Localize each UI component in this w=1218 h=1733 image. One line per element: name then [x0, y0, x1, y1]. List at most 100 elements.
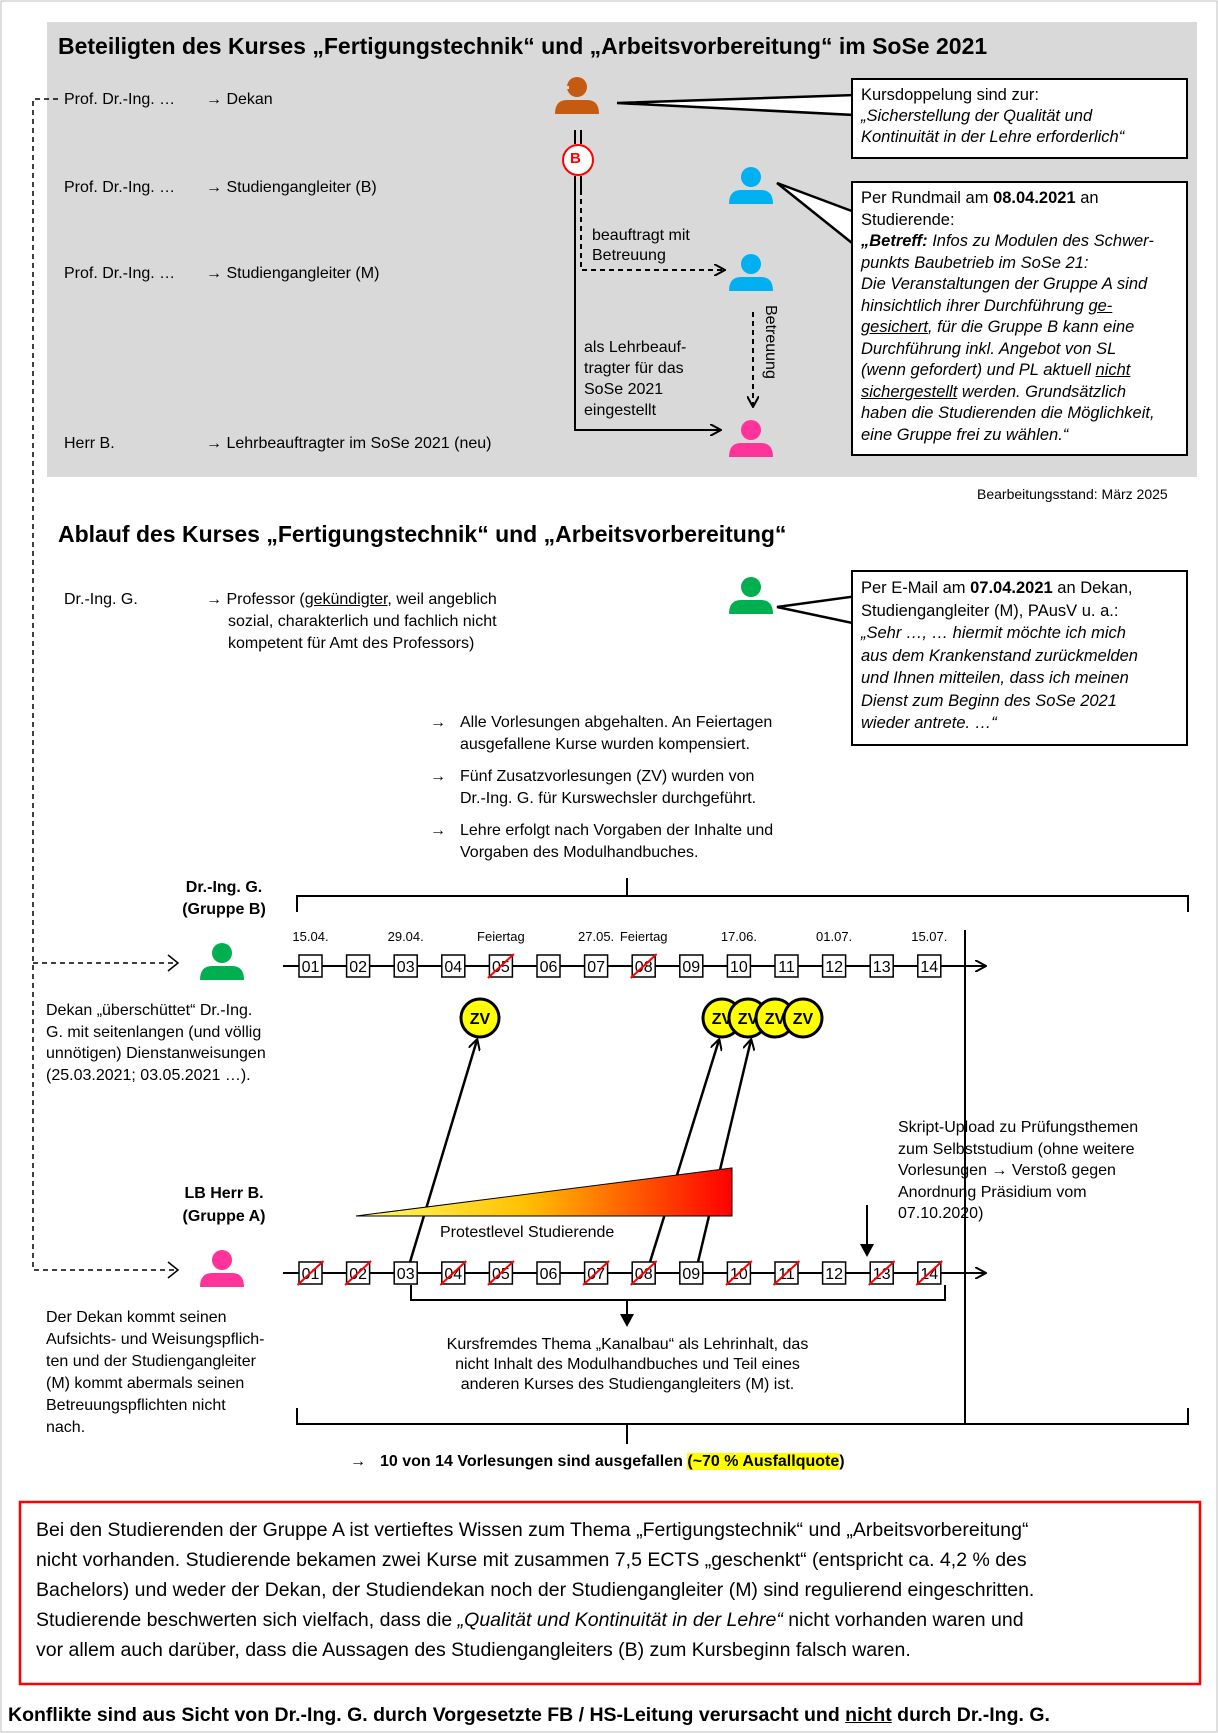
timeline-date: 27.05.: [578, 929, 614, 944]
callout1-quote1: „Sicherstellung der Qualität und: [861, 107, 1093, 125]
groupA-cancel-strike: [772, 1260, 801, 1286]
dekan-note: Dekan „überschüttet“ Dr.-Ing. G. mit sei…: [46, 1002, 266, 1084]
groupB-lecture-08: 08: [630, 953, 658, 979]
groupB-lecture-label: 14: [920, 959, 938, 976]
footer-conclusion: Konflikte sind aus Sicht von Dr.-Ing. G.…: [8, 1704, 1050, 1726]
groupB-lecture-label: 07: [587, 959, 605, 976]
groupA-lecture-label: 07: [587, 1266, 605, 1283]
groupA-label: LB Herr B. (Gruppe A): [182, 1185, 266, 1225]
person-slb-role: → Studiengangleiter (B): [206, 179, 377, 196]
svg-text:ZV: ZV: [712, 1011, 733, 1028]
bullet-item-3: → Lehre erfolgt nach Vorgaben der Inhalt…: [430, 822, 774, 861]
person-dekan-name: Prof. Dr.-Ing. …: [64, 91, 176, 108]
email-date: 07.04.2021: [970, 579, 1053, 597]
conclusion-box: [18, 1500, 1202, 1686]
dashed-arrowhead-B: [167, 954, 180, 972]
groupA-lecture-label: 12: [825, 1266, 843, 1283]
zv-circle: ZV: [782, 997, 824, 1039]
section2-title: Ablauf des Kurses „Fertigungstechnik“ un…: [58, 521, 787, 547]
bullet-item-2: → Fünf Zusatzvorlesungen (ZV) wurden von…: [430, 768, 757, 807]
ausfallquote-highlight: (~70 % Ausfallquote: [687, 1453, 840, 1470]
betreuung-label: Betreuung: [762, 305, 779, 379]
callout-rundmail: Per Rundmail am 08.04.2021 an Studierend…: [851, 181, 1188, 456]
svg-text:ZV: ZV: [793, 1011, 814, 1028]
groupB-lecture-02: 02: [345, 954, 371, 978]
timeline-date: Feiertag: [477, 929, 525, 944]
conclusion-text: Bei den Studierenden der Gruppe A ist ve…: [36, 1519, 1035, 1661]
groupB-person-icon: [200, 943, 244, 980]
drg-person-icon: [729, 577, 773, 614]
groupA-cancel-strike: [630, 1260, 658, 1286]
groupA-lecture-14: 14: [915, 1260, 943, 1286]
groupA-lecture-01: 01: [296, 1260, 325, 1286]
groupB-lecture-label: 04: [444, 959, 462, 976]
kanalbau-brace: [410, 1285, 946, 1301]
groupA-lecture-12: 12: [821, 1261, 847, 1285]
groupB-lecture-10: 10: [726, 954, 752, 978]
groupA-lecture-label: 03: [397, 1266, 415, 1283]
groupA-lecture-label: 02: [349, 1266, 367, 1283]
groupA-lecture-13: 13: [868, 1260, 896, 1286]
svg-text:ZV: ZV: [470, 1011, 491, 1028]
groupA-lecture-label: 13: [873, 1266, 891, 1283]
timeline-date: 15.07.: [911, 929, 947, 944]
groupA-cancel-strike: [915, 1260, 943, 1286]
beauftragt-line1: beauftragt mit: [592, 227, 690, 244]
groupB-lecture-07: 07: [583, 954, 609, 978]
groupB-cancel-strike: [487, 953, 515, 979]
groupB-lecture-09: 09: [679, 954, 704, 978]
groupB-lecture-label: 01: [302, 959, 320, 976]
groupB-lecture-03: 03: [393, 954, 418, 978]
groupB-lecture-label: 08: [635, 959, 653, 976]
timeline-date: Feiertag: [620, 929, 668, 944]
lb-line2: tragter für das: [584, 360, 684, 377]
groupA-lecture-label: 10: [730, 1266, 748, 1283]
callout1-quote2: Kontinuität in der Lehre erforderlich“: [861, 128, 1125, 146]
beauftragt-arrow: [580, 190, 724, 270]
groupA-cancel-strike: [487, 1260, 515, 1286]
groupB-lecture-11: 11: [774, 954, 799, 978]
groupA-person-icon: [200, 1250, 244, 1287]
person-dekan-role: → Dekan: [206, 91, 273, 108]
groupA-cancel-strike: [725, 1260, 753, 1286]
callout3-pointer: [776, 594, 859, 626]
lb-line1: als Lehrbeauf-: [584, 339, 687, 356]
badge-b-label: B: [570, 150, 581, 167]
zv-circle: ZV: [459, 997, 501, 1039]
groupA-lecture-label: 06: [540, 1266, 558, 1283]
groupA-lecture-07: 07: [582, 1260, 610, 1286]
groupA-lecture-09: 09: [679, 1261, 704, 1285]
timeline-date: 01.07.: [816, 929, 852, 944]
groupA-lecture-label: 01: [302, 1266, 320, 1283]
drg-role: → Professor (gekündigter, weil angeblich…: [206, 591, 497, 652]
groupA-lecture-03: 03: [393, 1261, 418, 1285]
groupB-lecture-label: 10: [730, 959, 748, 976]
groupB-lecture-label: 11: [778, 959, 795, 976]
groupA-lecture-05: 05: [487, 1260, 515, 1286]
bearbeitungsstand: Bearbeitungsstand: März 2025: [977, 486, 1168, 502]
groupA-cancel-strike: [868, 1260, 896, 1286]
groupB-label: Dr.-Ing. G. (Gruppe B): [182, 879, 266, 918]
groupB-lecture-label: 12: [825, 959, 843, 976]
zv-arrow-1: [408, 1040, 477, 1263]
beauftragt-line2: Betreuung: [592, 247, 666, 264]
groupA-lecture-04: 04: [439, 1260, 467, 1286]
badge-circle: [562, 144, 594, 176]
groupA-lecture-label: 08: [635, 1266, 653, 1283]
person-herrb-name: Herr B.: [64, 435, 115, 452]
groupA-lecture-02: 02: [344, 1260, 372, 1286]
person-slb-name: Prof. Dr.-Ing. …: [64, 179, 176, 196]
groupB-lecture-14: 14: [917, 954, 942, 978]
groupA-lecture-06: 06: [536, 1261, 561, 1285]
groupA-cancel-strike: [582, 1260, 610, 1286]
groupB-lecture-12: 12: [821, 954, 847, 978]
groupA-lecture-label: 04: [444, 1266, 462, 1283]
groupA-lecture-label: 05: [492, 1266, 510, 1283]
rundmail-date: 08.04.2021: [993, 189, 1076, 207]
beauftragt-label: beauftragt mit Betreuung: [592, 226, 690, 266]
groupB-lecture-label: 13: [873, 959, 891, 976]
